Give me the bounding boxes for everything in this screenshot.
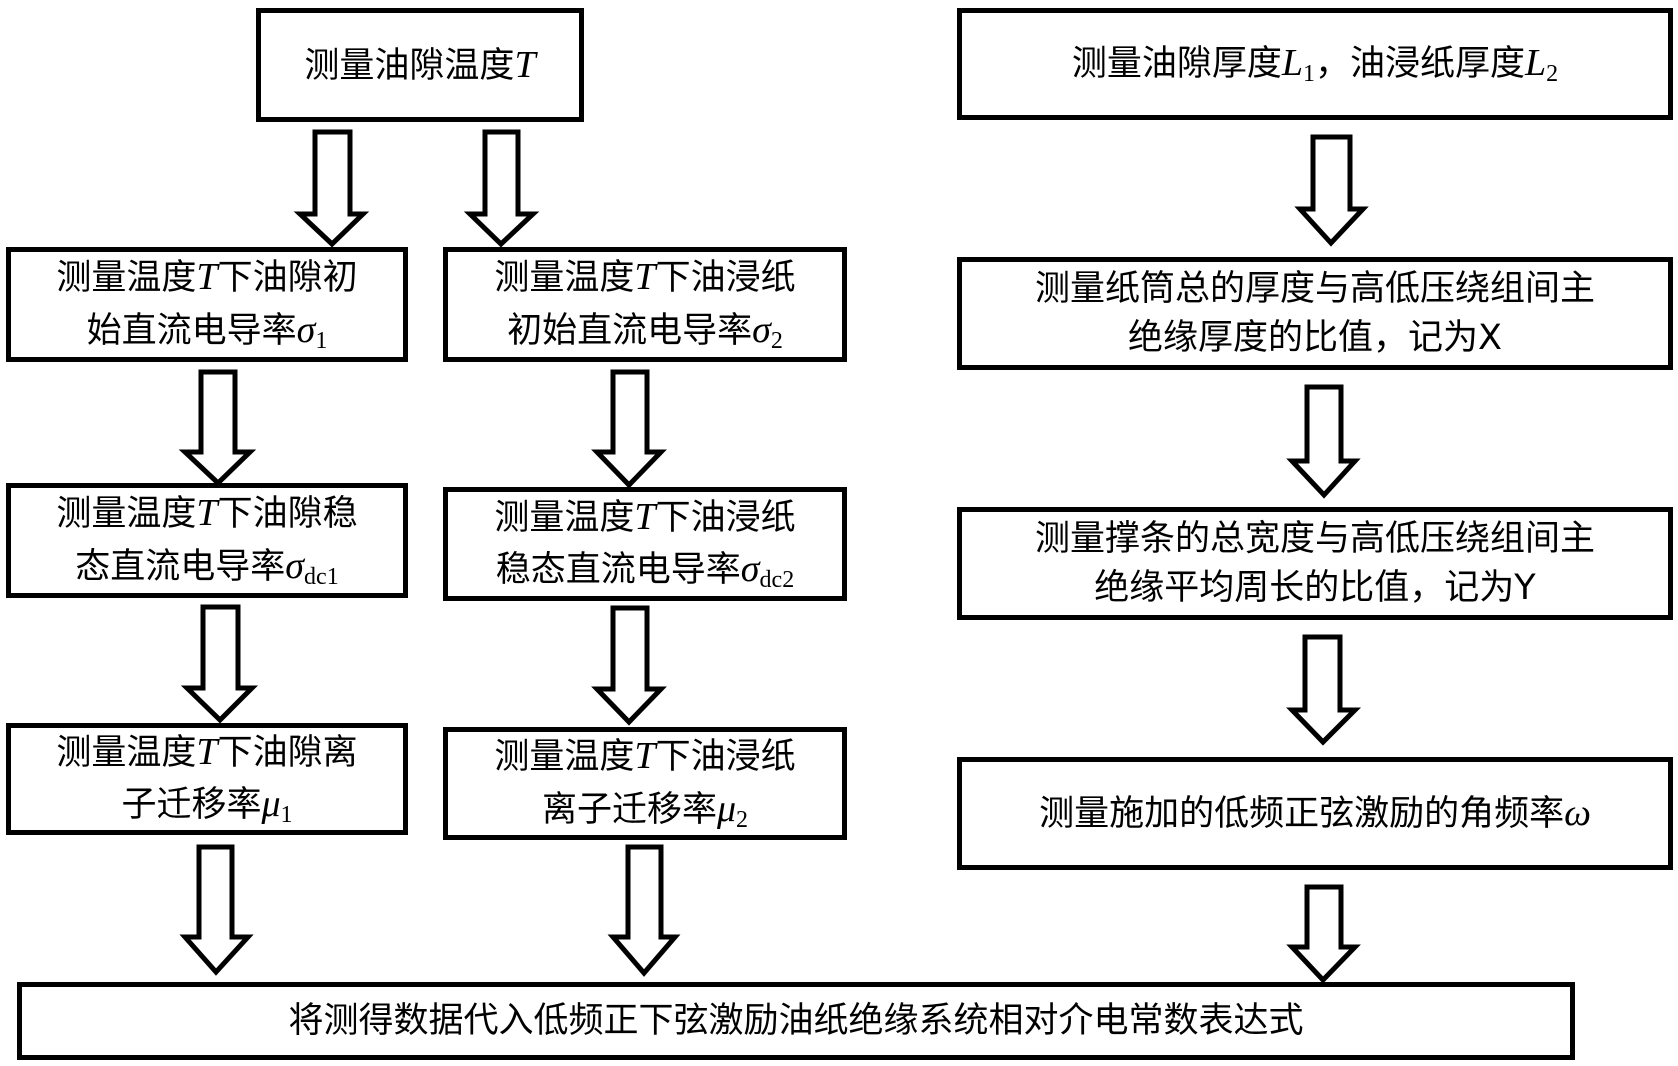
node-oil-gap-ion-mobility: 测量温度T下油隙离 子迁移率μ1 [6, 723, 408, 835]
node-line-1: 测量温度T下油隙初 [56, 251, 357, 303]
variable-T: T [634, 256, 655, 298]
label: 测量温度 [494, 737, 634, 777]
label: 离子迁移率 [542, 790, 717, 830]
label: 下油隙离 [218, 733, 358, 773]
node-line-1: 测量温度T下油浸纸 [494, 251, 795, 303]
variable-T: T [514, 44, 535, 86]
node-oil-gap-steady-conductivity: 测量温度T下油隙稳 态直流电导率σdc1 [6, 483, 408, 598]
arrow-omega-to-final [1292, 887, 1355, 980]
label: 测量施加的低频正弦激励的角频率 [1039, 794, 1564, 834]
node-line-1: 测量温度T下油浸纸 [494, 491, 795, 543]
arrow-temp-to-paper-initial [470, 132, 533, 244]
label: 初始直流电导率 [507, 311, 752, 351]
subscript: 1 [315, 328, 327, 354]
label: 下油浸纸 [656, 498, 796, 538]
label: 下油隙初 [218, 258, 358, 298]
node-line-2: 子迁移率μ1 [121, 778, 292, 832]
node-text: 将测得数据代入低频正下弦激励油纸绝缘系统相对介电常数表达式 [288, 997, 1303, 1045]
variable-T: T [196, 492, 217, 534]
node-paper-ion-mobility: 测量温度T下油浸纸 离子迁移率μ2 [443, 727, 847, 840]
node-line-1: 测量温度T下油浸纸 [494, 730, 795, 782]
arrow-ratio-y-to-omega [1292, 637, 1355, 742]
variable-L: L [1525, 42, 1546, 84]
symbol-sigma: σ [752, 309, 771, 351]
label: 下油浸纸 [656, 737, 796, 777]
label: 测量温度 [56, 258, 196, 298]
node-ratio-y: 测量撑条的总宽度与高低压绕组间主 绝缘平均周长的比值，记为Y [957, 507, 1673, 620]
node-final-expression: 将测得数据代入低频正下弦激励油纸绝缘系统相对介电常数表达式 [17, 982, 1575, 1060]
arrow-oil-gap-initial-to-steady [185, 372, 250, 483]
arrow-oil-gap-mobility-to-final [185, 847, 248, 972]
node-line-2: 绝缘平均周长的比值，记为Y [1094, 564, 1535, 612]
node-paper-steady-conductivity: 测量温度T下油浸纸 稳态直流电导率σdc2 [443, 487, 847, 601]
variable-T: T [634, 496, 655, 538]
node-line-2: 初始直流电导率σ2 [507, 304, 783, 358]
symbol-mu: μ [261, 783, 280, 825]
arrow-paper-mobility-to-final [613, 847, 675, 973]
arrow-temp-to-oil-gap-initial [300, 132, 363, 244]
arrow-oil-gap-steady-to-mobility [187, 607, 252, 720]
symbol-sigma: σ [285, 545, 304, 587]
node-line-1: 测量温度T下油隙稳 [56, 487, 357, 539]
symbol-sigma: σ [741, 548, 760, 590]
arrow-thickness-to-ratio-x [1300, 137, 1363, 243]
label: 始直流电导率 [87, 311, 297, 351]
subscript: 1 [1303, 61, 1315, 87]
label: 下油隙稳 [218, 494, 358, 534]
node-line-1: 测量温度T下油隙离 [56, 726, 357, 778]
subscript: dc1 [304, 564, 339, 590]
node-line-2: 态直流电导率σdc1 [75, 540, 338, 594]
node-angular-frequency: 测量施加的低频正弦激励的角频率ω [957, 757, 1673, 870]
node-measure-thickness: 测量油隙厚度L1，油浸纸厚度L2 [957, 8, 1673, 120]
symbol-omega: ω [1564, 792, 1591, 834]
node-measure-oil-gap-temperature: 测量油隙温度T [256, 8, 584, 122]
symbol-sigma: σ [297, 309, 316, 351]
node-line-2: 始直流电导率σ1 [87, 304, 328, 358]
variable-T: T [196, 731, 217, 773]
label: 下油浸纸 [656, 258, 796, 298]
label: ，油浸纸厚度 [1315, 44, 1525, 84]
label: 子迁移率 [121, 785, 261, 825]
variable-T: T [634, 735, 655, 777]
subscript: 2 [771, 328, 783, 354]
subscript: dc2 [760, 567, 795, 593]
arrow-paper-initial-to-steady [597, 372, 661, 485]
node-ratio-x: 测量纸筒总的厚度与高低压绕组间主 绝缘厚度的比值，记为X [957, 257, 1673, 370]
label: 测量温度 [494, 498, 634, 538]
node-line-2: 绝缘厚度的比值，记为X [1128, 314, 1502, 362]
node-line-2: 离子迁移率μ2 [542, 783, 748, 837]
node-text: 测量施加的低频正弦激励的角频率ω [1039, 787, 1591, 839]
arrow-paper-steady-to-mobility [597, 608, 661, 722]
node-oil-gap-initial-conductivity: 测量温度T下油隙初 始直流电导率σ1 [6, 247, 408, 362]
subscript: 1 [281, 802, 293, 828]
label: 稳态直流电导率 [496, 550, 741, 590]
label: 测量油隙厚度 [1072, 44, 1282, 84]
variable-L: L [1282, 42, 1303, 84]
label: 测量油隙温度 [304, 46, 514, 86]
subscript: 2 [1546, 61, 1558, 87]
node-text: 测量油隙温度T [304, 39, 535, 91]
subscript: 2 [736, 807, 748, 833]
label: 测量温度 [494, 258, 634, 298]
node-line-1: 测量纸筒总的厚度与高低压绕组间主 [1035, 265, 1595, 313]
node-line-1: 测量撑条的总宽度与高低压绕组间主 [1035, 515, 1595, 563]
variable-T: T [196, 256, 217, 298]
node-text: 测量油隙厚度L1，油浸纸厚度L2 [1072, 37, 1558, 91]
arrow-ratio-x-to-ratio-y [1292, 387, 1355, 495]
label: 态直流电导率 [75, 547, 285, 587]
node-paper-initial-conductivity: 测量温度T下油浸纸 初始直流电导率σ2 [443, 247, 847, 362]
node-line-2: 稳态直流电导率σdc2 [496, 543, 794, 597]
symbol-mu: μ [717, 788, 736, 830]
label: 测量温度 [56, 733, 196, 773]
label: 测量温度 [56, 494, 196, 534]
